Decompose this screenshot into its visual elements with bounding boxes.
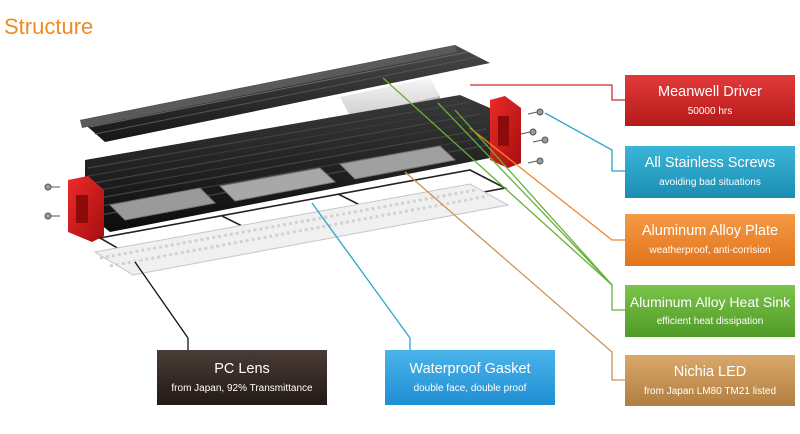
waterproof-gasket-label: Waterproof Gasket double face, double pr… [385, 350, 555, 405]
pc-lens-label: PC Lens from Japan, 92% Transmittance [157, 350, 327, 405]
pc-lens-sub: from Japan, 92% Transmittance [171, 382, 313, 394]
alloy-plate-label: Aluminum Alloy Plate weatherproof, anti-… [625, 214, 795, 266]
heat-sink-body [85, 95, 490, 232]
waterproof-gasket-title: Waterproof Gasket [409, 360, 531, 377]
heat-sink-title: Aluminum Alloy Heat Sink [629, 294, 791, 310]
left-end-cap [68, 176, 104, 242]
leader-lines [134, 77, 625, 381]
pc-lens-title: PC Lens [214, 360, 270, 377]
nichia-led-sub: from Japan LM80 TM21 listed [643, 385, 777, 397]
nichia-led-title: Nichia LED [673, 363, 747, 380]
meanwell-driver-sub: 50000 hrs [687, 105, 733, 117]
pc-lens-strip [93, 183, 510, 276]
waterproof-gasket-sub: double face, double proof [413, 382, 527, 394]
stainless-screws-title: All Stainless Screws [644, 155, 776, 171]
heat-sink-label: Aluminum Alloy Heat Sink efficient heat … [625, 285, 795, 337]
screws [44, 108, 549, 220]
right-end-cap [490, 96, 521, 168]
page-title: Structure [4, 14, 94, 39]
heat-sink-sub: efficient heat dissipation [656, 316, 764, 327]
meanwell-driver-label: Meanwell Driver 50000 hrs [625, 75, 795, 126]
alloy-plate-sub: weatherproof, anti-corrision [649, 245, 771, 256]
nichia-led-label: Nichia LED from Japan LM80 TM21 listed [625, 355, 795, 406]
alloy-plate-title: Aluminum Alloy Plate [641, 223, 779, 239]
stainless-screws-sub: avoiding bad situations [659, 177, 761, 188]
top-mounting-rail [80, 45, 490, 142]
meanwell-driver-title: Meanwell Driver [658, 83, 762, 100]
stainless-screws-label: All Stainless Screws avoiding bad situat… [625, 146, 795, 198]
